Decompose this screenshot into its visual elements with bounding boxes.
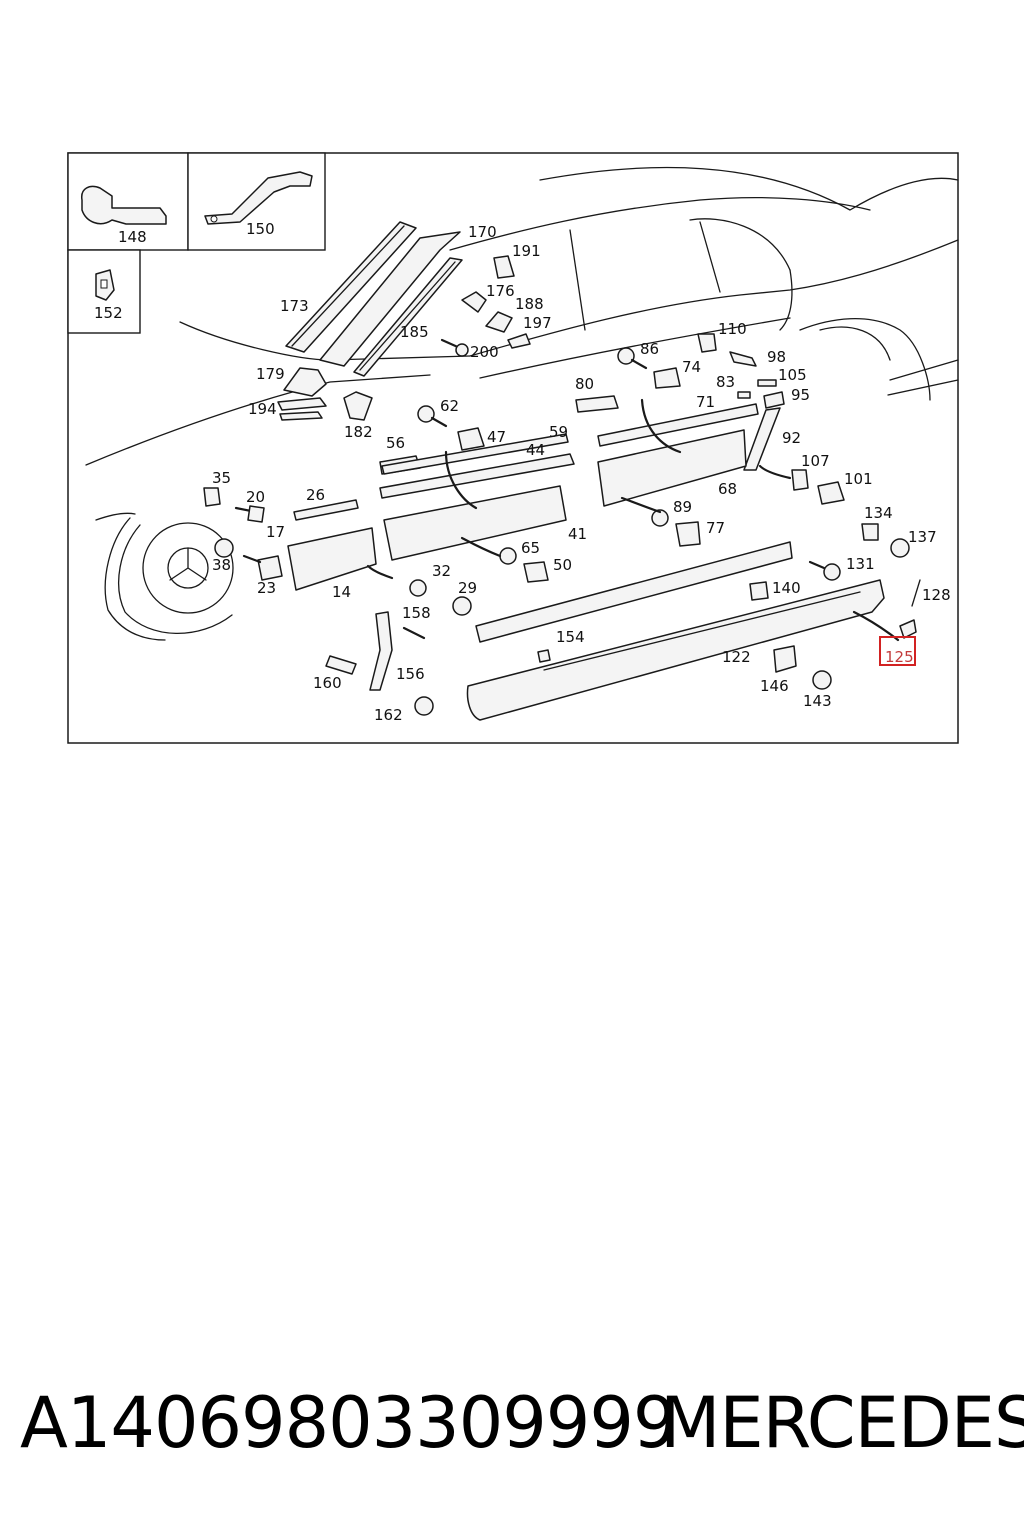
callout-176: 176 (486, 282, 515, 300)
footer: A14069803309999 MERCEDES (0, 1378, 1024, 1488)
door-moldings (287, 403, 759, 591)
callout-77: 77 (706, 519, 725, 537)
callout-20: 20 (246, 488, 265, 506)
callout-59: 59 (549, 423, 568, 441)
callout-154: 154 (556, 628, 585, 646)
callout-23: 23 (257, 579, 276, 597)
callout-50: 50 (553, 556, 572, 574)
callout-148: 148 (118, 228, 147, 246)
callout-14: 14 (332, 583, 351, 601)
callout-182: 182 (344, 423, 373, 441)
upper-moldings (285, 221, 463, 377)
callout-38: 38 (212, 556, 231, 574)
callout-179: 179 (256, 365, 285, 383)
callout-74: 74 (682, 358, 701, 376)
callout-107: 107 (801, 452, 830, 470)
callout-56: 56 (386, 434, 405, 452)
callout-110: 110 (718, 320, 747, 338)
callout-131: 131 (846, 555, 875, 573)
callout-200: 200 (470, 343, 499, 361)
callout-68: 68 (718, 480, 737, 498)
mirror-base-parts (277, 367, 373, 421)
callout-134: 134 (864, 504, 893, 522)
callout-83: 83 (716, 373, 735, 391)
callout-89: 89 (673, 498, 692, 516)
callout-188: 188 (515, 295, 544, 313)
callout-62: 62 (440, 397, 459, 415)
callout-158: 158 (402, 604, 431, 622)
callout-156: 156 (396, 665, 425, 683)
callout-labels: 148 150 152 170 173 191 176 188 197 185 … (94, 220, 951, 724)
callout-137: 137 (908, 528, 937, 546)
callout-146: 146 (760, 677, 789, 695)
callout-152: 152 (94, 304, 123, 322)
callout-105: 105 (778, 366, 807, 384)
callout-95: 95 (791, 386, 810, 404)
callout-162: 162 (374, 706, 403, 724)
callout-86: 86 (640, 340, 659, 358)
callout-29: 29 (458, 579, 477, 597)
callout-92: 92 (782, 429, 801, 447)
callout-35: 35 (212, 469, 231, 487)
callout-197: 197 (523, 314, 552, 332)
callout-170: 170 (468, 223, 497, 241)
part-number: A14069803309999 (20, 1382, 677, 1464)
callout-128: 128 (922, 586, 951, 604)
callout-125: 125 (885, 648, 914, 666)
highlight-box-125 (879, 636, 916, 666)
callout-47: 47 (487, 428, 506, 446)
callout-65: 65 (521, 539, 540, 557)
callout-44: 44 (526, 441, 545, 459)
callout-101: 101 (844, 470, 873, 488)
fasteners (203, 255, 921, 716)
parts-diagram: 148 150 152 170 173 191 176 188 197 185 … (67, 152, 959, 744)
inset-boxes (67, 152, 326, 334)
callout-26: 26 (306, 486, 325, 504)
callout-122: 122 (722, 648, 751, 666)
brand-name: MERCEDES (660, 1382, 1024, 1464)
car-body-outline (85, 166, 959, 641)
callout-71: 71 (696, 393, 715, 411)
callout-17: 17 (266, 523, 285, 541)
callout-185: 185 (400, 323, 429, 341)
callout-98: 98 (767, 348, 786, 366)
callout-41: 41 (568, 525, 587, 543)
callout-160: 160 (313, 674, 342, 692)
callout-140: 140 (772, 579, 801, 597)
callout-173: 173 (280, 297, 309, 315)
sill-parts (466, 541, 885, 721)
callout-143: 143 (803, 692, 832, 710)
callout-80: 80 (575, 375, 594, 393)
callout-150: 150 (246, 220, 275, 238)
callout-191: 191 (512, 242, 541, 260)
callout-32: 32 (432, 562, 451, 580)
callout-194: 194 (248, 400, 277, 418)
